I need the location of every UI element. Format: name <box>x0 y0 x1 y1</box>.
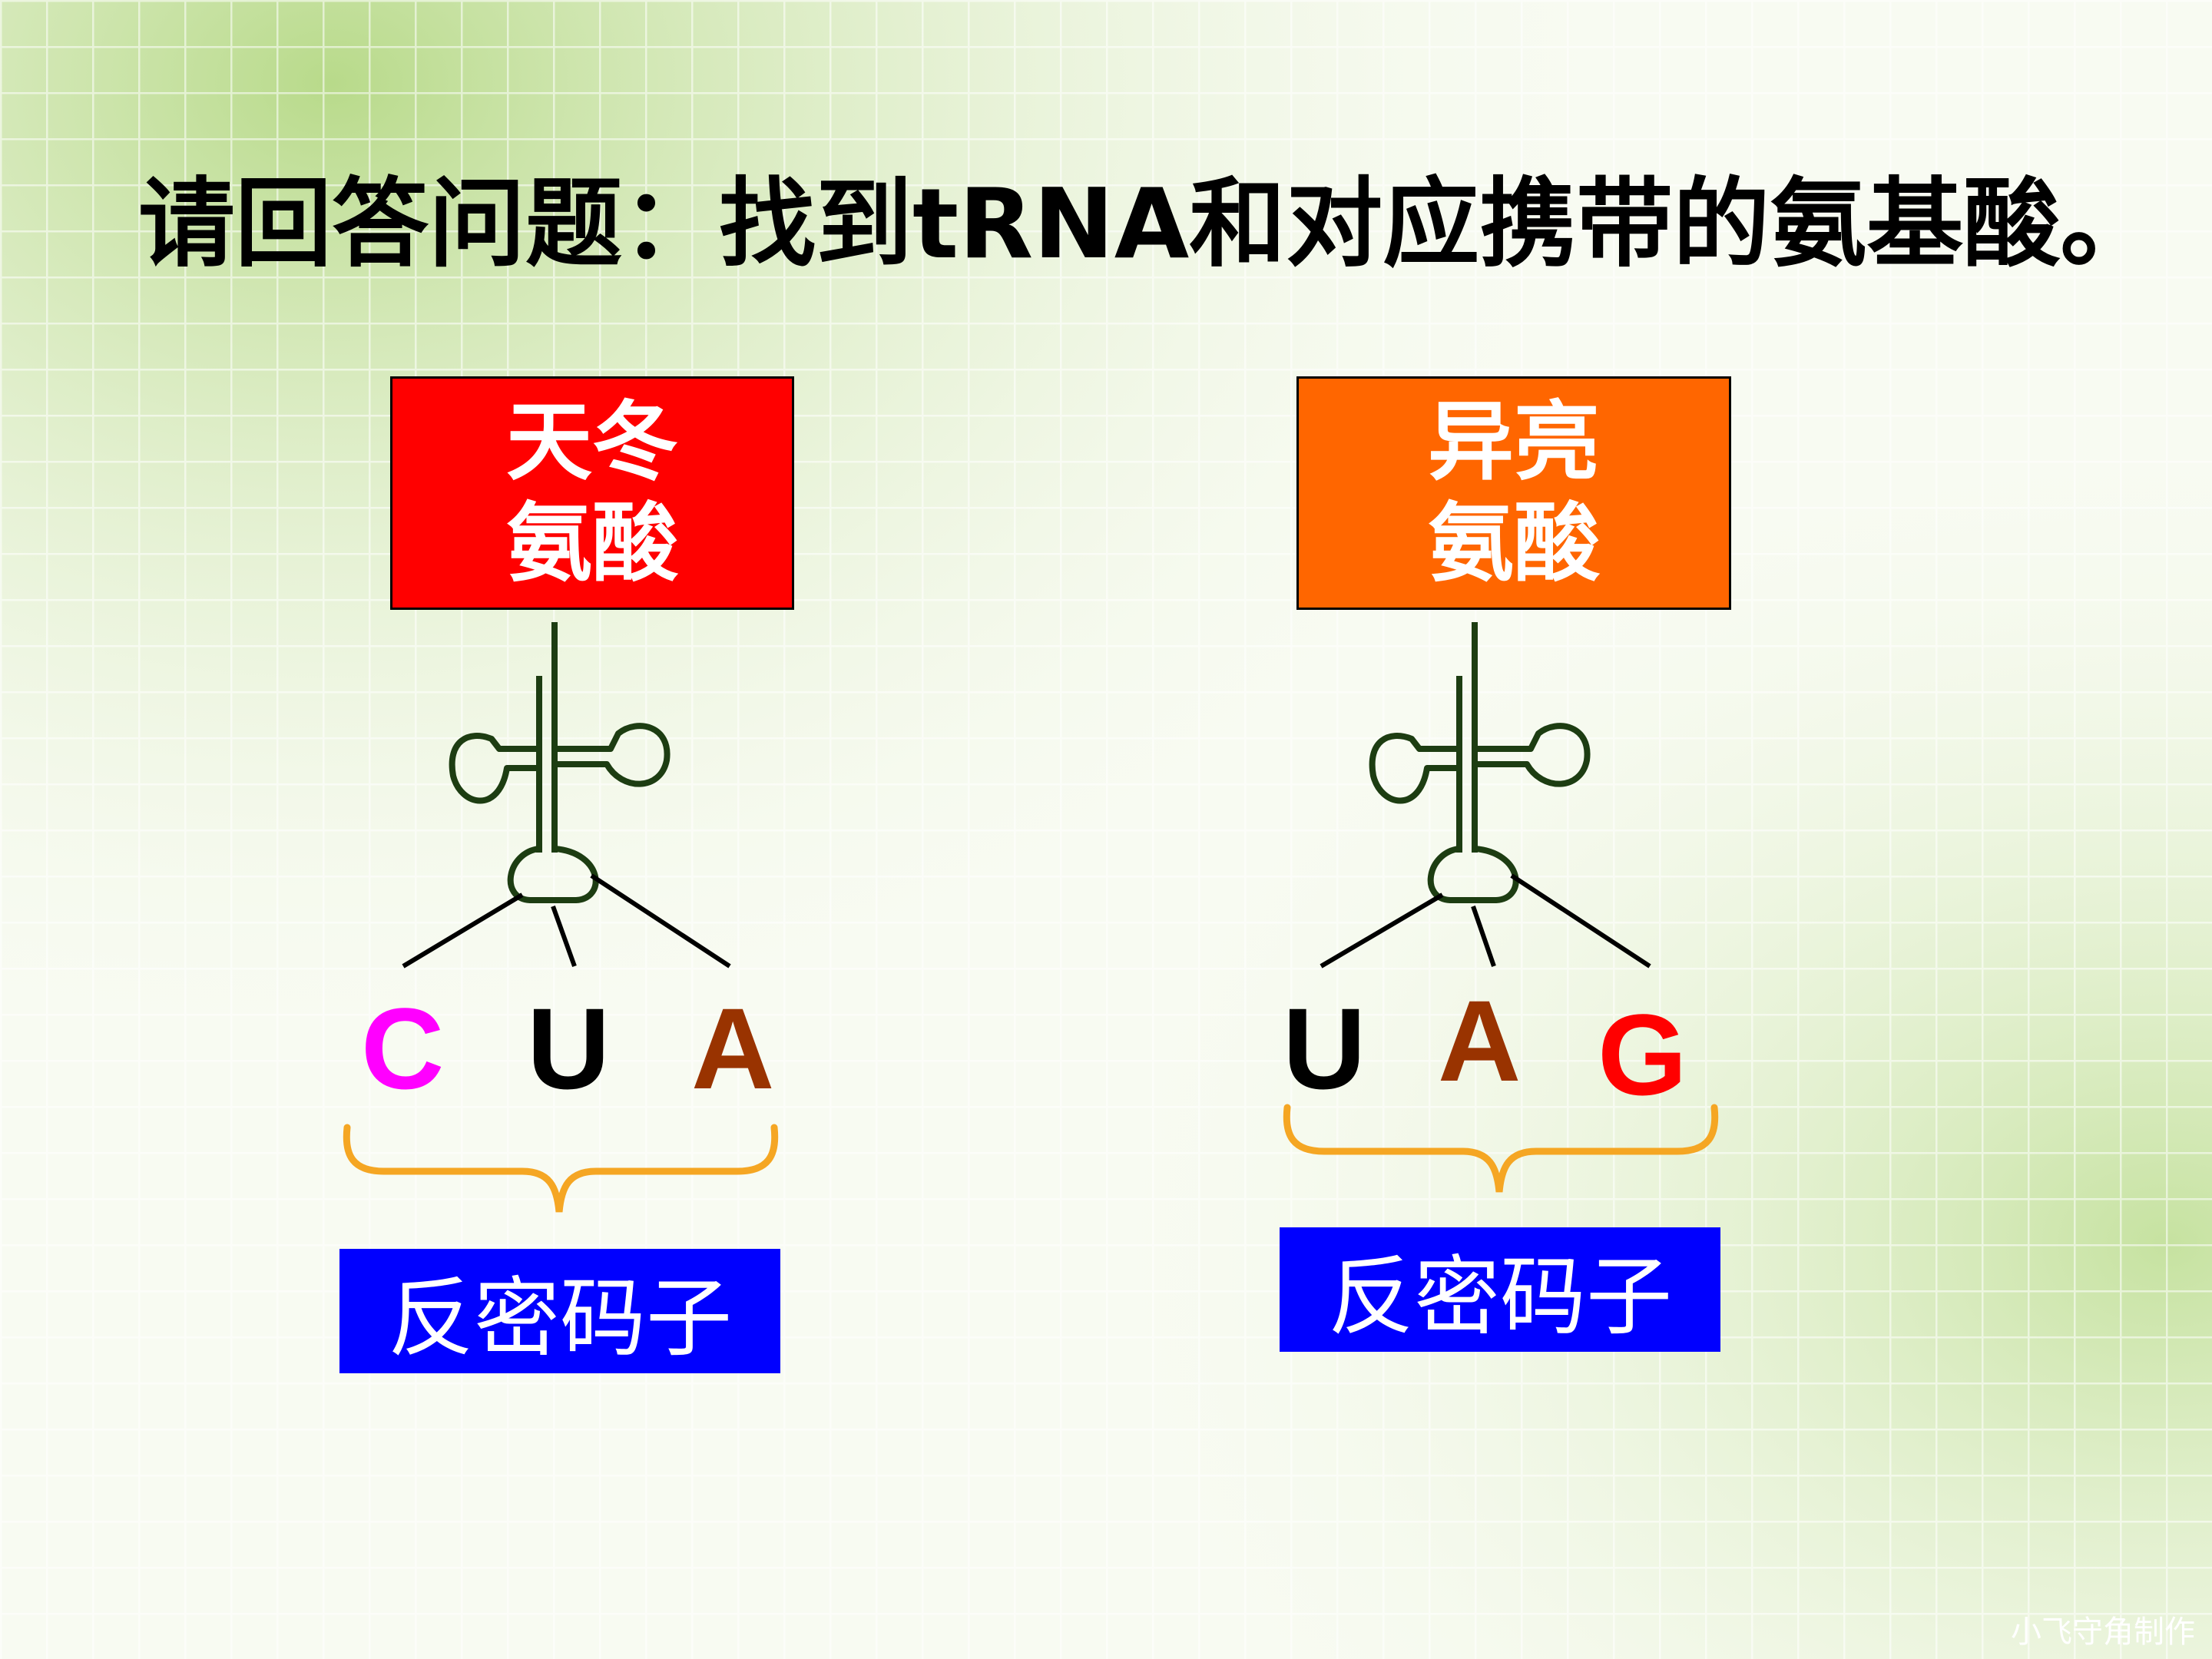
page-title: 请回答问题：找到tRNA和对应携带的氨基酸。 <box>138 167 2157 280</box>
base-left-1: C <box>361 984 445 1113</box>
amino-acid-box-left: 天冬 氨酸 <box>390 376 794 610</box>
trna-left-icon <box>449 622 671 903</box>
amino-acid-box-right: 异亮 氨酸 <box>1296 376 1731 610</box>
credit-text: 小飞守角制作 <box>2011 1614 2195 1650</box>
base-right-2: A <box>1438 976 1522 1105</box>
base-left-3: A <box>691 984 775 1113</box>
brace-right-icon <box>1283 1104 1719 1193</box>
anticodon-label-right: 反密码子 <box>1280 1227 1720 1352</box>
base-right-3: G <box>1598 990 1687 1119</box>
anticodon-label-left: 反密码子 <box>339 1249 780 1373</box>
amino-acid-right-line1: 异亮 <box>1428 392 1600 492</box>
amino-acid-left-line1: 天冬 <box>506 392 678 492</box>
base-left-2: U <box>527 984 611 1113</box>
base-right-1: U <box>1283 984 1366 1113</box>
amino-acid-right-line2: 氨酸 <box>1428 493 1600 594</box>
codon-lines-left <box>402 873 731 969</box>
amino-acid-left-line2: 氨酸 <box>506 493 678 594</box>
codon-lines-right <box>1320 873 1651 969</box>
trna-right-icon <box>1369 622 1591 903</box>
brace-left-icon <box>343 1124 779 1213</box>
